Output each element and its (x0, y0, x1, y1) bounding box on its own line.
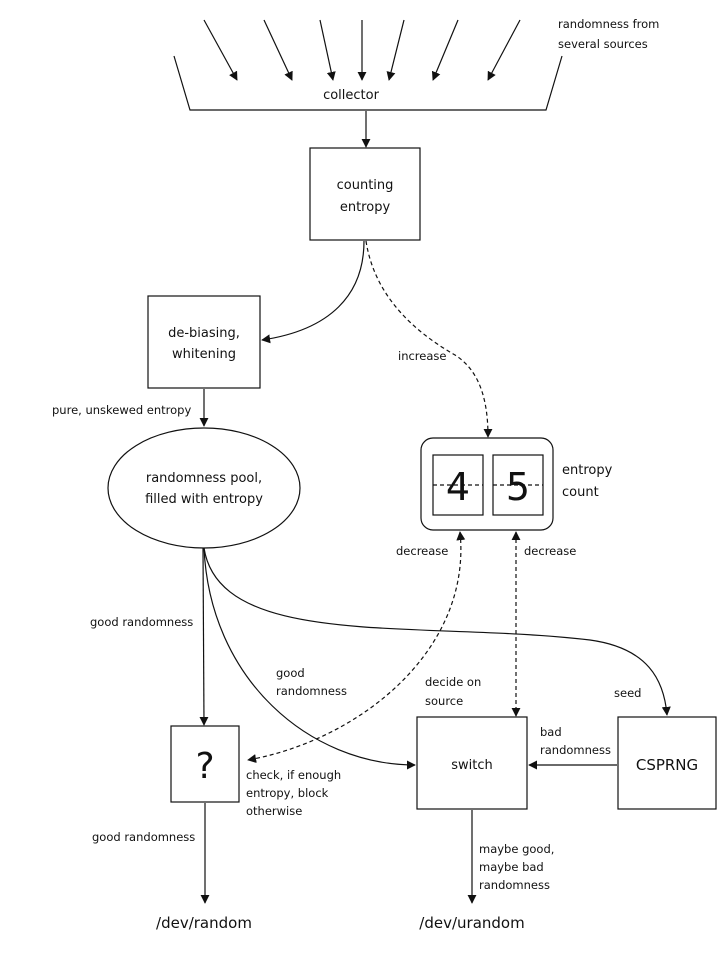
counting-entropy-line2: entropy (340, 200, 391, 215)
entropy-counter: 4 5 (420, 437, 554, 531)
counting-entropy-box (309, 147, 421, 241)
good-randomness-bottom-label: good randomness (92, 830, 195, 844)
maybe-label-line2: maybe bad (479, 860, 544, 874)
switch-box (416, 716, 528, 810)
good-randomness-mid-line1: good (276, 666, 305, 680)
good-randomness-mid-line2: randomness (276, 684, 347, 698)
source-arrow (203, 19, 238, 81)
entropy-check-box (170, 725, 240, 803)
dev-random-label: /dev/random (156, 914, 252, 932)
pool-to-check-arrow (199, 547, 209, 726)
decrease-right-label: decrease (524, 544, 576, 558)
maybe-label-line3: randomness (479, 878, 550, 892)
bad-randomness-line2: randomness (540, 743, 611, 757)
counter-digit-2: 5 (506, 465, 530, 509)
csprng-box (617, 716, 717, 810)
bad-randomness-line1: bad (540, 725, 562, 739)
check-label-line1: check, if enough (246, 768, 341, 782)
debias-box (147, 295, 261, 389)
source-arrow (386, 19, 405, 81)
source-arrows (203, 19, 521, 81)
pool-line2: filled with entropy (145, 492, 263, 507)
csprng-label: CSPRNG (636, 756, 698, 774)
decide-label-line1: decide on (425, 675, 481, 689)
counting-to-debias-arrow (261, 240, 365, 344)
pool-to-csprng-arrow (203, 547, 671, 716)
question-mark: ? (195, 746, 214, 787)
collector-label: collector (323, 88, 380, 103)
collector-funnel (173, 55, 563, 111)
sources-label-line2: several sources (558, 37, 648, 51)
source-arrow (487, 19, 521, 81)
decrease-left-arrow (247, 531, 466, 764)
decide-label-line2: source (425, 694, 463, 708)
switch-label: switch (451, 758, 493, 773)
pool-line1: randomness pool, (146, 471, 262, 486)
counting-entropy-line1: counting (337, 178, 394, 193)
entropy-count-line1: entropy (562, 463, 613, 478)
sources-label-line1: randomness from (558, 17, 659, 31)
check-label-line2: entropy, block (246, 786, 329, 800)
seed-label: seed (614, 686, 641, 700)
counter-digit-1: 4 (446, 465, 470, 509)
decrease-left-label: decrease (396, 544, 448, 558)
source-arrow (431, 19, 459, 81)
source-arrow (319, 19, 336, 81)
debias-line1: de-biasing, (168, 326, 240, 341)
debias-line2: whitening (172, 347, 236, 362)
increase-label: increase (398, 349, 446, 363)
pure-entropy-label: pure, unskewed entropy (52, 403, 191, 417)
dev-urandom-label: /dev/urandom (419, 914, 524, 932)
good-randomness-left-label: good randomness (90, 615, 193, 629)
randomness-pool (107, 427, 301, 549)
maybe-label-line1: maybe good, (479, 842, 554, 856)
source-arrow (263, 19, 293, 81)
entropy-count-line2: count (562, 485, 599, 500)
check-label-line3: otherwise (246, 804, 302, 818)
increase-arrow (365, 240, 493, 438)
